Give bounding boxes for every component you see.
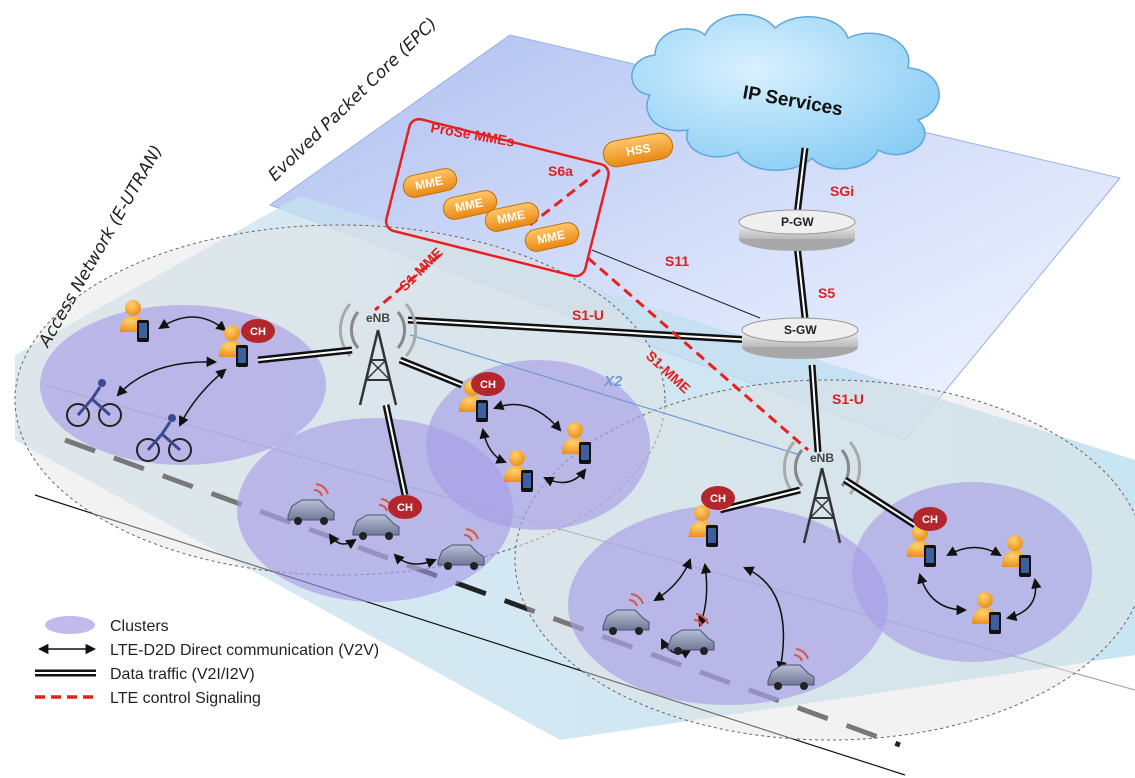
data-link-ch-car (382, 404, 409, 496)
svg-text:HSS: HSS (625, 141, 652, 159)
cluster-head-badge: CH (913, 507, 947, 531)
d2d-arrow (743, 566, 787, 673)
d2d-arrow (698, 562, 712, 627)
d2d-arrow (393, 553, 437, 568)
mme-node[interactable]: MME (401, 167, 458, 200)
d2d-arrow (116, 356, 218, 397)
legend-control-label: LTE control Signaling (110, 690, 261, 707)
vehicle[interactable] (287, 483, 335, 525)
data-link-ch3 (398, 356, 464, 389)
svg-text:CH: CH (397, 502, 413, 514)
mme-node[interactable]: MME (483, 201, 540, 234)
ip-services-cloud: IP Services (631, 13, 940, 172)
svg-text:MME: MME (414, 173, 444, 193)
s1u-link-right (808, 364, 822, 453)
cluster-head-badge: CH (388, 495, 422, 519)
sgi-link (793, 147, 809, 216)
data-link-ch5 (843, 477, 917, 528)
s5-link (793, 244, 809, 319)
d2d-arrow (328, 533, 357, 550)
user-with-phone[interactable] (504, 450, 533, 492)
cluster-head-badge: CH (241, 319, 275, 343)
d2d-arrow (946, 546, 1002, 557)
d2d-arrow (1005, 577, 1042, 622)
svg-text:S-GW: S-GW (784, 323, 817, 337)
d2d-arrow (158, 316, 227, 332)
svg-text:CH: CH (922, 514, 938, 526)
mme-node[interactable]: MME (441, 189, 498, 222)
legend: Clusters LTE-D2D Direct communication (V… (35, 616, 379, 707)
d2d-arrow (653, 558, 692, 602)
s1mme-signaling-left[interactable] (374, 253, 441, 312)
user-with-phone[interactable] (562, 422, 591, 464)
d2d-arrow (661, 638, 692, 659)
user-with-phone[interactable] (219, 325, 248, 367)
data-link-ch1 (257, 346, 353, 364)
d2d-arrow (179, 368, 227, 427)
sgi-label: SGi (830, 183, 854, 199)
vehicle[interactable] (767, 648, 815, 690)
svg-text:P-GW: P-GW (781, 215, 814, 229)
prose-mme-group[interactable] (384, 117, 611, 278)
svg-text:eNB: eNB (810, 451, 834, 465)
cluster-head-badge: CH (471, 372, 505, 396)
user-with-phone[interactable] (120, 300, 149, 342)
vehicle[interactable] (667, 613, 715, 655)
user-with-phone[interactable] (972, 592, 1001, 634)
hss-node[interactable]: HSS (601, 131, 674, 169)
svg-text:eNB: eNB (366, 311, 390, 325)
svg-text:CH: CH (710, 493, 726, 505)
svg-text:CH: CH (480, 379, 496, 391)
legend-cluster-swatch (45, 616, 95, 634)
mme-node[interactable]: MME (523, 221, 580, 254)
svg-text:MME: MME (536, 227, 566, 247)
vehicle[interactable] (602, 593, 650, 635)
s1u-right-label: S1-U (832, 391, 864, 407)
vehicle[interactable] (352, 498, 400, 540)
d2d-arrow (479, 427, 507, 464)
cluster (568, 505, 888, 705)
road-edge-line (34, 494, 906, 776)
legend-d2d-label: LTE-D2D Direct communication (V2V) (110, 642, 379, 659)
cyclist (66, 379, 122, 427)
vehicle[interactable] (437, 528, 485, 570)
s6a-label: S6a (548, 163, 573, 179)
s1u-link-top (407, 316, 753, 344)
user-with-phone[interactable] (689, 505, 718, 547)
legend-clusters-label: Clusters (110, 618, 169, 635)
sgw-node[interactable]: S-GW (741, 317, 859, 359)
svg-text:MME: MME (454, 195, 484, 215)
s1u-top-label: S1-U (572, 307, 604, 323)
data-link-ch4 (719, 486, 801, 514)
svg-text:MME: MME (496, 207, 526, 227)
svg-text:CH: CH (250, 326, 266, 338)
d2d-arrow (917, 572, 968, 616)
legend-data-label: Data traffic (V2I/I2V) (110, 666, 255, 683)
s11-label: S11 (665, 253, 689, 269)
cluster (40, 305, 326, 465)
user-with-phone[interactable] (1002, 535, 1031, 577)
enb-tower-left[interactable]: eNB (338, 303, 418, 406)
cyclist (136, 414, 192, 462)
cluster-head-badge: CH (701, 486, 735, 510)
d2d-arrow (543, 468, 587, 487)
pgw-node[interactable]: P-GW (738, 209, 856, 251)
x2-label: X2 (603, 373, 623, 390)
x2-link (409, 334, 801, 456)
s1mme-signaling-right[interactable] (587, 256, 809, 452)
s11-link (591, 249, 761, 319)
s5-label: S5 (818, 285, 835, 301)
d2d-arrow (493, 400, 562, 432)
